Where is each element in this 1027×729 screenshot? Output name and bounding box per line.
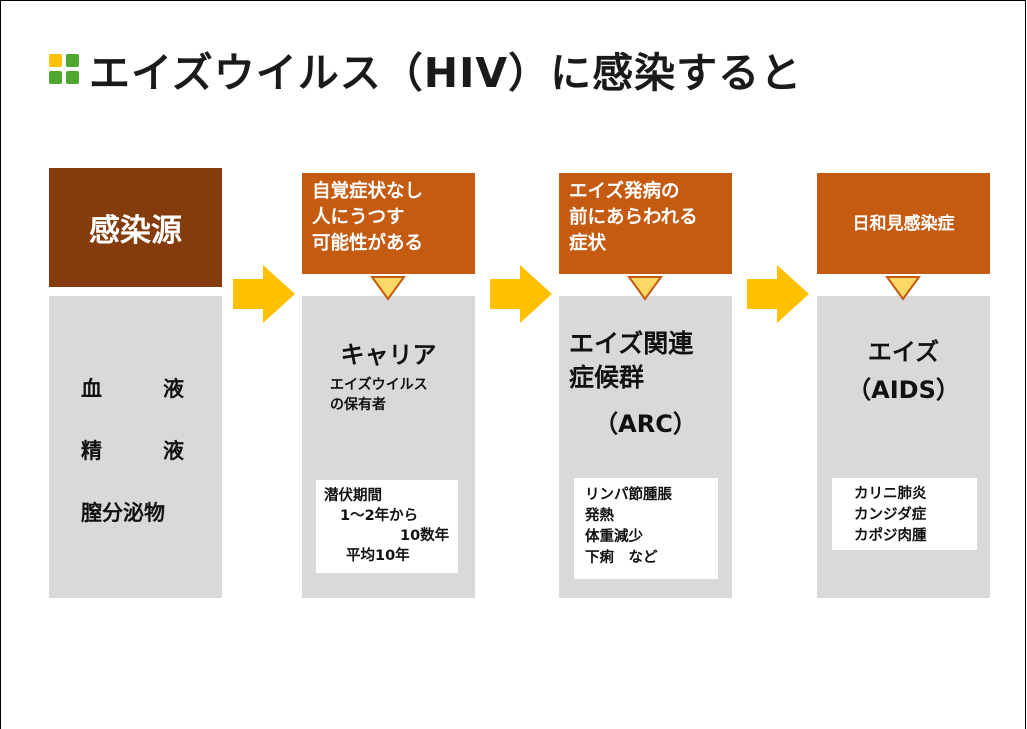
arrow-right-icon bbox=[490, 265, 552, 323]
arc-title-line: エイズ関連 bbox=[569, 329, 694, 358]
source-item-vaginal: 膣分泌物 bbox=[81, 501, 165, 525]
latency-range-start: 1～2年から bbox=[340, 508, 419, 524]
carrier-title: キャリア bbox=[340, 341, 437, 369]
latency-average: 平均10年 bbox=[346, 548, 410, 564]
source-header: 感染源 bbox=[49, 168, 222, 287]
aids-diseases-list: カリニ肺炎 カンジダ症 カポジ肉腫 bbox=[854, 484, 927, 547]
arc-header-line: エイズ発病の bbox=[569, 181, 680, 202]
aids-disease: カンジダ症 bbox=[854, 507, 927, 523]
aids-title: エイズ （AIDS） bbox=[817, 333, 990, 409]
down-triangle-icon bbox=[885, 276, 921, 301]
latency-box bbox=[316, 480, 458, 573]
latency-range-end: 10数年 bbox=[400, 528, 450, 544]
carrier-desc-line: の保有者 bbox=[330, 397, 386, 413]
arc-symptom: 体重減少 bbox=[585, 529, 643, 545]
carrier-header-line: 人にうつす bbox=[312, 207, 405, 228]
arc-title: エイズ関連 症候群 bbox=[569, 327, 693, 395]
aids-disease: カポジ肉腫 bbox=[854, 528, 927, 544]
title-bar: エイズウイルス（HIV）に感染すると bbox=[49, 39, 802, 99]
source-item-blood-right: 液 bbox=[163, 377, 184, 401]
arc-symptom: 下痢 など bbox=[585, 550, 658, 566]
carrier-description: エイズウイルス の保有者 bbox=[330, 375, 428, 415]
aids-disease: カリニ肺炎 bbox=[854, 486, 927, 502]
source-item-blood-left: 血 bbox=[81, 377, 102, 401]
aids-title-line: （AIDS） bbox=[847, 376, 960, 404]
arc-symptom: 発熱 bbox=[585, 508, 614, 524]
arc-abbrev: （ARC） bbox=[594, 410, 697, 438]
four-squares-icon bbox=[49, 54, 79, 84]
arc-header: エイズ発病の 前にあらわれる 症状 bbox=[559, 173, 732, 274]
arrow-right-icon bbox=[747, 265, 809, 323]
arrow-right-icon bbox=[233, 265, 295, 323]
arc-header-line: 症状 bbox=[569, 233, 607, 254]
arc-symptoms-box bbox=[574, 478, 718, 579]
carrier-header-line: 可能性がある bbox=[312, 233, 424, 254]
source-item-semen-left: 精 bbox=[81, 439, 102, 463]
source-item-semen-right: 液 bbox=[163, 439, 184, 463]
down-triangle-icon bbox=[627, 276, 663, 301]
page-title: エイズウイルス（HIV）に感染すると bbox=[89, 49, 803, 97]
aids-diseases-box bbox=[832, 478, 977, 550]
aids-header: 日和見感染症 bbox=[817, 173, 990, 274]
arc-header-line: 前にあらわれる bbox=[569, 207, 698, 228]
arc-title-line: 症候群 bbox=[569, 363, 645, 392]
latency-label: 潜伏期間 bbox=[324, 488, 382, 504]
arc-symptoms-list: リンパ節腫脹 発熱 体重減少 下痢 など bbox=[585, 485, 672, 569]
carrier-desc-line: エイズウイルス bbox=[330, 377, 428, 393]
aids-title-line: エイズ bbox=[867, 338, 940, 366]
carrier-header: 自覚症状なし 人にうつす 可能性がある bbox=[302, 173, 475, 274]
down-triangle-icon bbox=[370, 276, 406, 301]
source-body bbox=[49, 296, 222, 598]
arc-symptom: リンパ節腫脹 bbox=[585, 487, 672, 503]
carrier-header-line: 自覚症状なし bbox=[312, 181, 424, 202]
